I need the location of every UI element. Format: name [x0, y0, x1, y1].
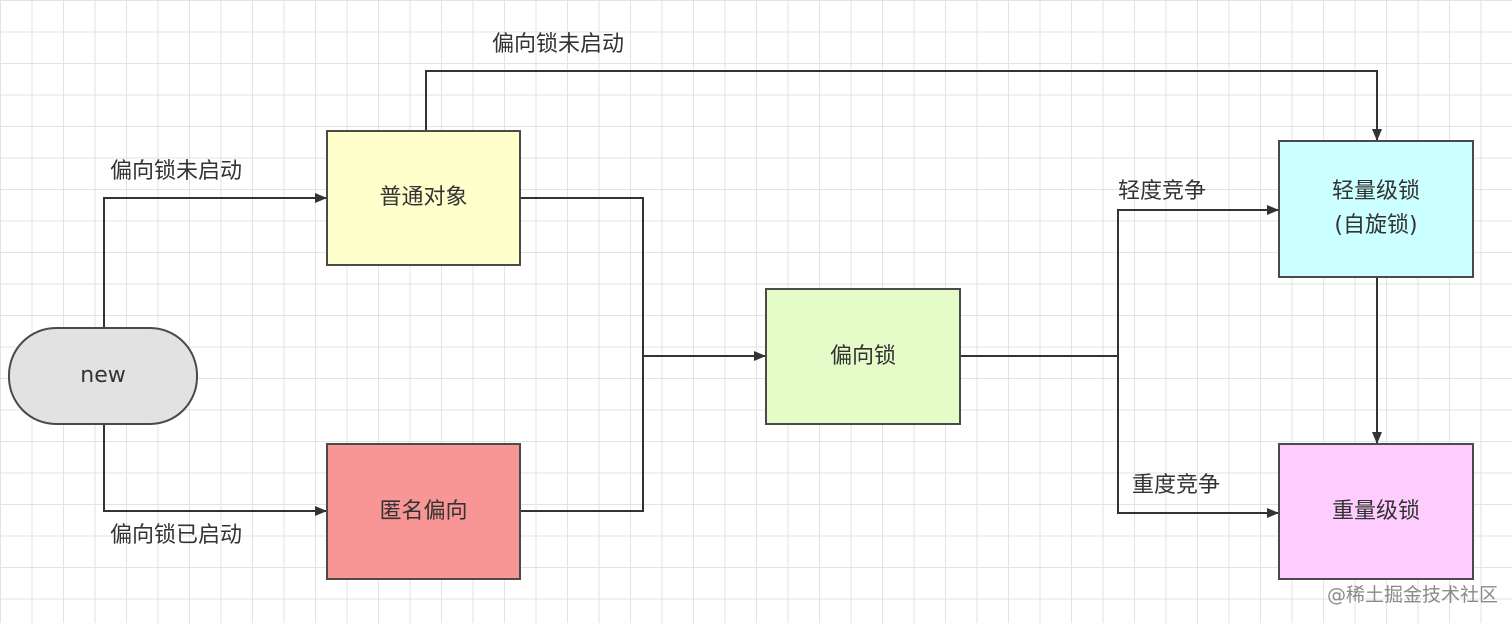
- edge-new-to-normal-object: [103, 193, 327, 327]
- node-new: new: [8, 327, 198, 425]
- node-new-label: new: [80, 363, 126, 388]
- edge-normal-object-to-merge: [521, 197, 644, 512]
- label-heavy-contention: 重度竞争: [1132, 473, 1221, 498]
- edge-split-to-heavyweight-lock: [1117, 356, 1279, 518]
- node-heavyweight-lock: 重量级锁: [1278, 443, 1474, 580]
- label-biased-not-started: 偏向锁未启动: [110, 159, 243, 184]
- node-biased-lock-label: 偏向锁: [829, 343, 896, 369]
- node-lightweight-lock-label: 轻量级锁 (自旋锁): [1331, 179, 1420, 238]
- label-biased-started: 偏向锁已启动: [110, 523, 243, 548]
- node-anonymous-biased-label: 匿名偏向: [379, 498, 468, 524]
- node-lightweight-lock: 轻量级锁 (自旋锁): [1278, 140, 1474, 278]
- label-light-contention: 轻度竞争: [1118, 179, 1207, 204]
- node-anonymous-biased: 匿名偏向: [326, 443, 521, 580]
- edge-normal-object-to-lightweight-lock: [425, 70, 1382, 141]
- node-biased-lock: 偏向锁: [765, 288, 961, 425]
- node-normal-object-label: 普通对象: [379, 185, 468, 210]
- label-biased-not-started-top: 偏向锁未启动: [492, 32, 625, 57]
- node-normal-object: 普通对象: [326, 130, 521, 266]
- watermark: @稀土掘金技术社区: [1326, 584, 1498, 606]
- edge-new-to-anonymous-biased: [103, 425, 327, 516]
- edge-split-to-lightweight-lock: [1117, 205, 1279, 356]
- node-heavyweight-lock-label: 重量级锁: [1331, 498, 1420, 524]
